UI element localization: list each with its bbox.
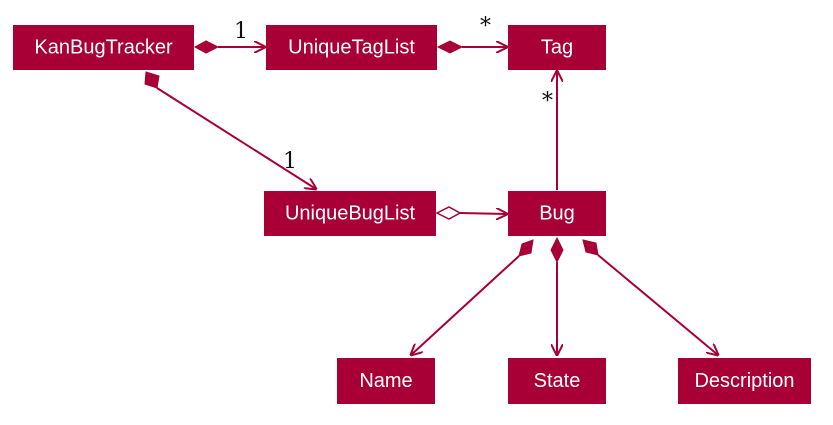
class-box-kanbugtracker: [13, 25, 194, 70]
multiplicity-bug-tag: *: [542, 89, 553, 114]
class-kanbugtracker: KanBugTracker: [13, 25, 194, 70]
class-tag: Tag: [508, 25, 606, 70]
edge-bug-name: [411, 255, 520, 355]
class-label-name: Name: [359, 370, 412, 392]
edge-buglist-bug: [459, 213, 507, 214]
edge-kbt-buglist: [156, 87, 316, 189]
class-uniquetaglist: UniqueTagList: [266, 25, 437, 70]
multiplicity-kbt-buglist: 1: [283, 149, 297, 174]
class-description: Description: [678, 358, 811, 404]
class-box-tag: [508, 25, 606, 70]
class-box-uniquebuglist: [264, 191, 436, 236]
class-box-bug: [508, 191, 606, 236]
class-label-bug: Bug: [539, 203, 575, 225]
class-label-tag: Tag: [541, 37, 573, 59]
composition-diamond-bug-state: [550, 236, 564, 264]
class-label-description: Description: [694, 370, 794, 392]
class-label-uniquebuglist: UniqueBugList: [285, 203, 416, 225]
composition-diamond-kbt-taglist: [193, 40, 220, 54]
edge-bug-description: [597, 254, 718, 355]
class-bug: Bug: [508, 191, 606, 236]
class-box-description: [678, 358, 811, 404]
composition-diamond-kbt-buglist: [144, 71, 160, 89]
multiplicity-taglist-tag: *: [480, 14, 491, 39]
class-uniquebuglist: UniqueBugList: [264, 191, 436, 236]
composition-diamond-taglist-tag: [436, 40, 464, 54]
edges: [144, 40, 718, 355]
class-name: Name: [337, 358, 435, 404]
composition-diamond-bug-name: [518, 239, 534, 257]
class-box-state: [508, 358, 606, 404]
aggregation-diamond-buglist-bug: [435, 206, 462, 220]
class-label-uniquetaglist: UniqueTagList: [288, 37, 415, 59]
class-state: State: [508, 358, 606, 404]
composition-diamond-bug-description: [582, 239, 599, 256]
class-label-kanbugtracker: KanBugTracker: [34, 37, 173, 59]
class-box-name: [337, 358, 435, 404]
class-box-uniquetaglist: [266, 25, 437, 70]
class-label-state: State: [534, 370, 581, 392]
multiplicity-kbt-taglist: 1: [234, 19, 248, 44]
